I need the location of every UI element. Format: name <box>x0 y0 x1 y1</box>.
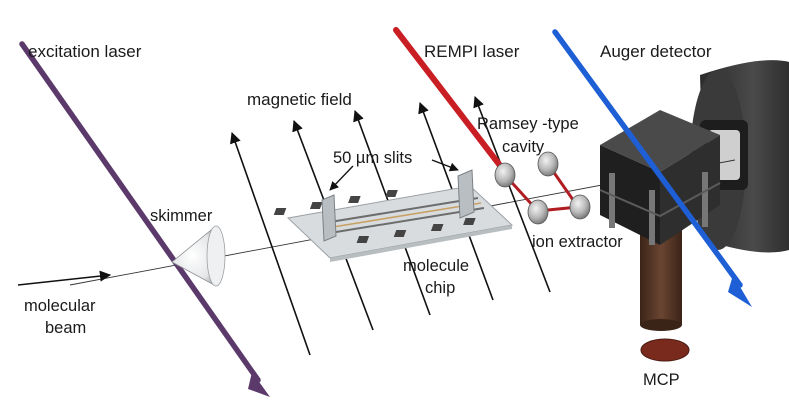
label-rempi-laser: REMPI laser <box>424 42 520 61</box>
excitation-laser-beam <box>19 41 270 397</box>
label-auger-detector: Auger detector <box>600 42 712 61</box>
label-magnetic-field: magnetic field <box>247 90 352 109</box>
label-mcp: MCP <box>643 371 680 389</box>
rempi-laser-beam <box>393 27 508 175</box>
label-ramsey-line1: Ramsey -type <box>477 115 579 133</box>
label-slits: 50 µm slits <box>333 149 412 167</box>
label-ramsey-line2: cavity <box>502 138 545 156</box>
label-molecule-line2: chip <box>425 279 455 297</box>
auger-laser-beam <box>552 29 752 307</box>
ion-extractor <box>527 194 591 225</box>
label-ion-extractor: ion extractor <box>532 233 623 251</box>
ramsey-cavity <box>494 151 580 213</box>
molecule-chip <box>273 185 514 262</box>
slit-pointers <box>329 159 459 191</box>
label-molecule-line1: molecule <box>403 257 469 275</box>
label-molecular-line1: molecular <box>24 297 96 315</box>
label-skimmer: skimmer <box>150 207 213 225</box>
label-excitation-laser: excitation laser <box>28 42 142 61</box>
label-molecular-line2: beam <box>45 319 86 337</box>
detector-stack <box>599 110 721 245</box>
skimmer <box>171 225 226 287</box>
molecular-beam-arrow <box>17 270 112 286</box>
mcp-assembly <box>640 222 690 362</box>
slit-plates <box>321 169 475 242</box>
